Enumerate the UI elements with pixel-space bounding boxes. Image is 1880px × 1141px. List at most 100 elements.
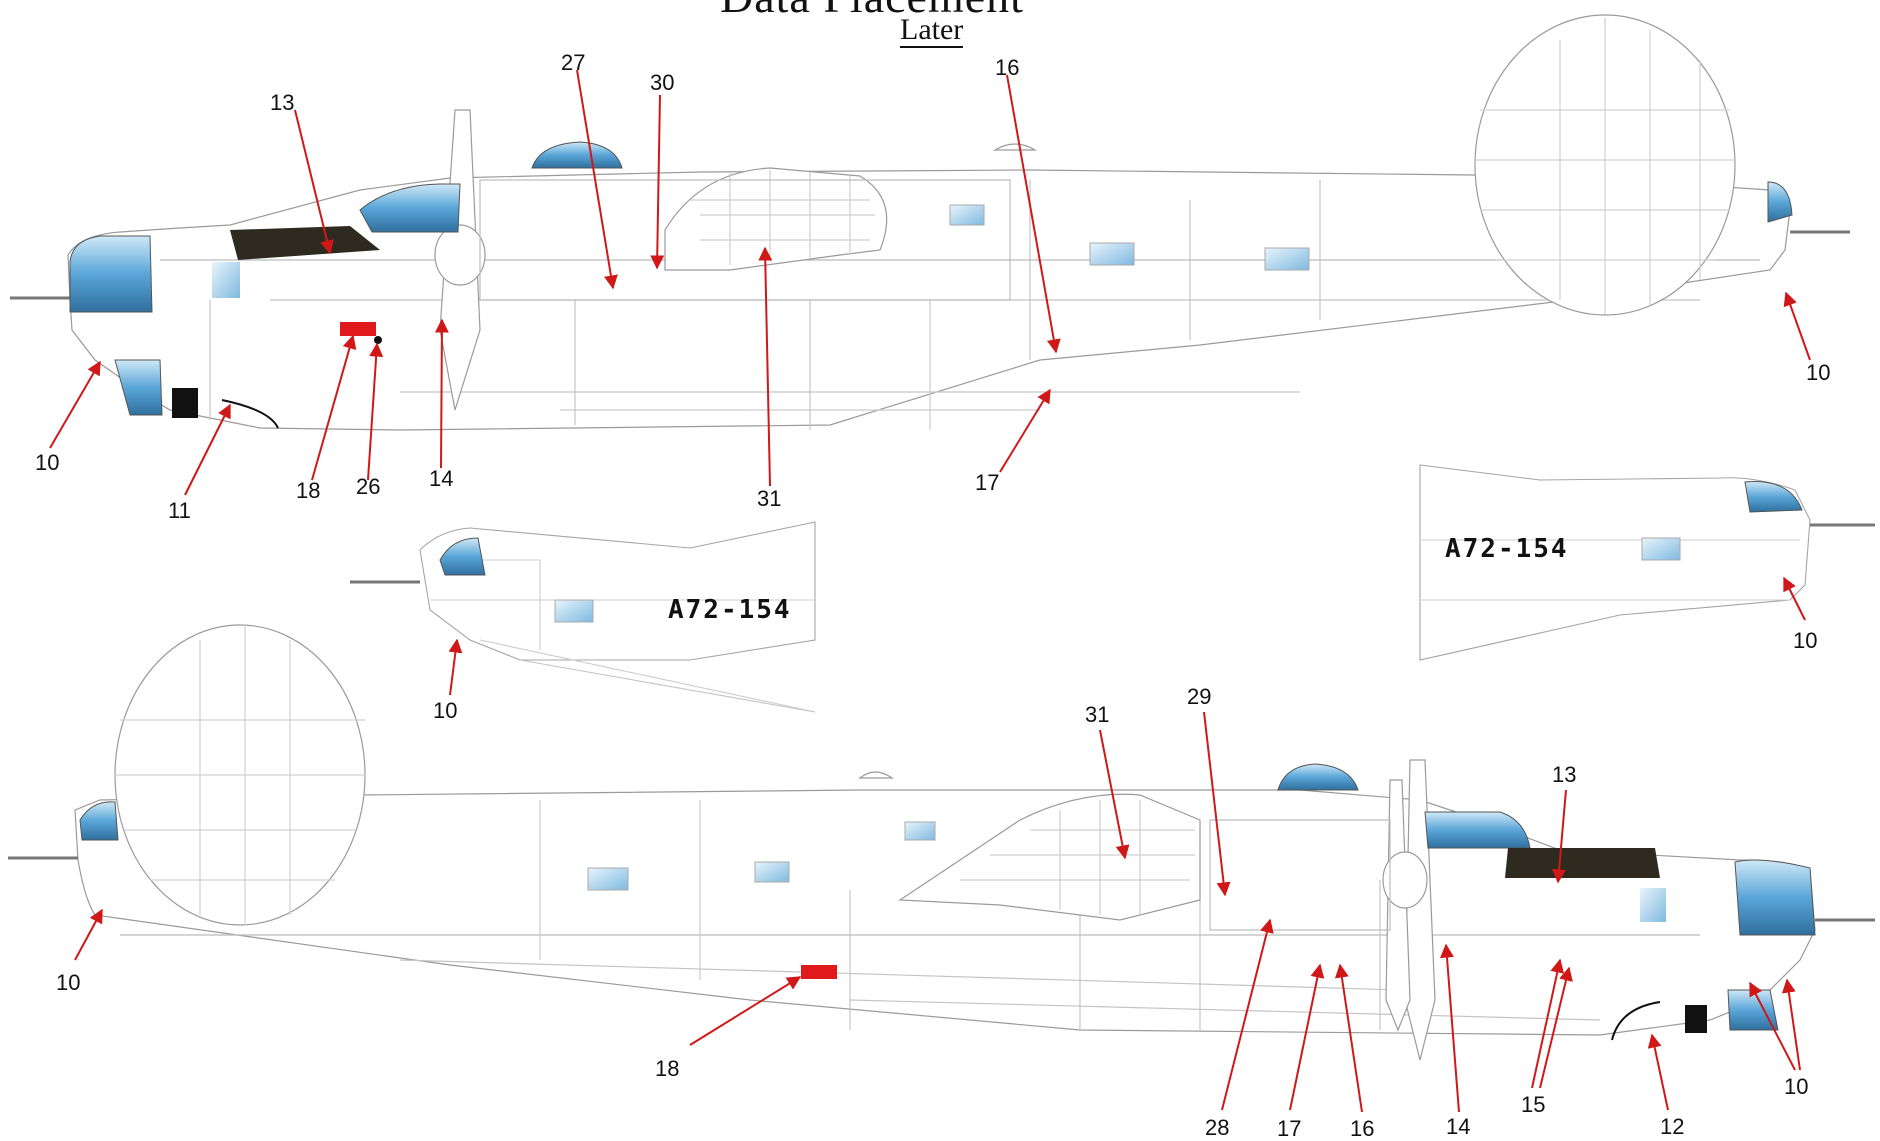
leader-13-bottom [1552,789,1567,884]
callout-10-mid-right: 10 [1793,628,1817,653]
callout-27-top: 27 [561,50,585,75]
top-nose-turret-glazing [69,235,153,313]
bottom-tail-turret-glazing [79,801,119,841]
callout-10-bottom-right: 10 [1784,1074,1808,1099]
leader-14-bottom [1439,943,1460,1113]
bottom-side-window-1 [587,867,629,891]
callout-26-top: 26 [356,474,380,499]
top-side-window-1 [212,262,240,298]
callout-10-top-right: 10 [1806,360,1830,385]
callout-31-top: 31 [757,486,781,511]
leader-15b-bottom [1539,966,1573,1089]
leader-16-top [1006,74,1061,354]
leader-10a-bottom-right [1749,981,1796,1071]
tail-detail-right-features: A72-154 [1445,481,1803,564]
sheet-title: Data Placement [720,0,1024,23]
leader-18-top [311,334,357,481]
leader-15a-bottom [1531,958,1565,1089]
top-nose-hatch [172,388,198,418]
callout-15-bottom: 15 [1521,1092,1545,1117]
leader-18-bottom [689,976,802,1046]
leader-31-bottom [1099,729,1130,860]
callout-28-bottom: 28 [1205,1115,1229,1140]
leader-31-top [758,246,773,487]
leader-10-top-right [1783,291,1811,361]
leader-27-top [576,69,618,290]
bottom-cockpit-glazing [1424,811,1531,849]
top-side-window-4 [1264,247,1310,271]
leader-29-bottom [1203,711,1231,897]
leader-16-bottom [1334,963,1363,1113]
callout-14-top: 14 [429,466,453,491]
callout-13-bottom: 13 [1552,762,1576,787]
tail-left-turret-glazing [439,537,486,576]
leader-13-top [294,109,334,255]
leader-10-mid-right [1783,576,1806,621]
leader-10b-bottom-right [1781,978,1801,1071]
callout-18-bottom: 18 [655,1056,679,1081]
top-red-decal [340,322,376,336]
callout-31-bottom: 31 [1085,702,1109,727]
callout-18-top: 18 [296,478,320,503]
top-side-window-3 [1089,242,1135,266]
bottom-side-window-2 [754,861,790,883]
serial-number-right: A72-154 [1445,534,1569,564]
sheet-subtitle: Later [900,13,964,48]
callout-30-top: 30 [650,70,674,95]
callout-17-top: 17 [975,470,999,495]
callout-11-top: 11 [168,498,191,523]
top-anti-glare-panel [230,226,380,260]
bottom-wing [898,793,1201,921]
callout-10-top-left: 10 [35,450,59,475]
leader-10-mid-left [448,638,463,696]
leader-30-top [650,94,665,270]
bottom-side-window-3 [904,821,936,841]
callout-14-bottom: 14 [1446,1114,1470,1139]
tail-detail-left-features: A72-154 [439,537,792,625]
aircraft-top-view [10,14,1850,431]
callout-29-bottom: 29 [1187,684,1211,709]
leader-10-bottom-left [74,908,103,961]
top-nose-gear-door-arc [221,399,279,429]
bottom-red-decal [801,965,837,979]
serial-number-left: A72-154 [668,595,792,625]
top-wing-root [664,167,888,271]
bottom-features [79,763,1816,1041]
callout-12-bottom: 12 [1660,1114,1684,1139]
top-side-window-2 [949,204,985,226]
leader-11-top [184,403,231,496]
leader-28-bottom [1221,918,1274,1111]
leader-14-top [434,318,449,469]
tail-right-window [1641,537,1681,561]
callout-labels: 13 27 30 16 10 11 18 26 14 31 17 10 10 1… [35,50,1830,1141]
bottom-side-window-4 [1640,888,1666,922]
tail-right-turret-glazing [1744,481,1803,513]
aircraft-bottom-view [8,624,1875,1061]
callout-10-mid-left: 10 [433,698,457,723]
leader-17-bottom [1289,963,1325,1111]
leader-17-top [999,388,1051,473]
tail-left-window [554,599,594,623]
callout-13-top: 13 [270,90,294,115]
top-bombardier-window [114,359,163,416]
callout-17-bottom: 17 [1277,1116,1301,1141]
tail-detail-left [350,521,816,713]
callout-10-bottom-left: 10 [56,970,80,995]
leader-26-top [367,342,384,481]
bottom-nose-turret-glazing [1734,859,1816,936]
leader-lines [49,69,1811,1113]
top-black-dot-decal [374,336,382,344]
bottom-anti-glare-panel [1505,848,1660,878]
top-cockpit-glazing [359,183,461,233]
leader-10-top-left [49,360,101,449]
top-features [69,141,1793,429]
callout-16-top: 16 [995,55,1019,80]
top-tail-turret-glazing [1767,181,1793,223]
top-dorsal-turret [531,141,623,169]
bottom-nose-hatch [1685,1005,1707,1033]
leader-12-bottom [1647,1033,1669,1111]
callout-16-bottom: 16 [1350,1116,1374,1141]
bottom-dorsal-turret [1277,763,1359,791]
